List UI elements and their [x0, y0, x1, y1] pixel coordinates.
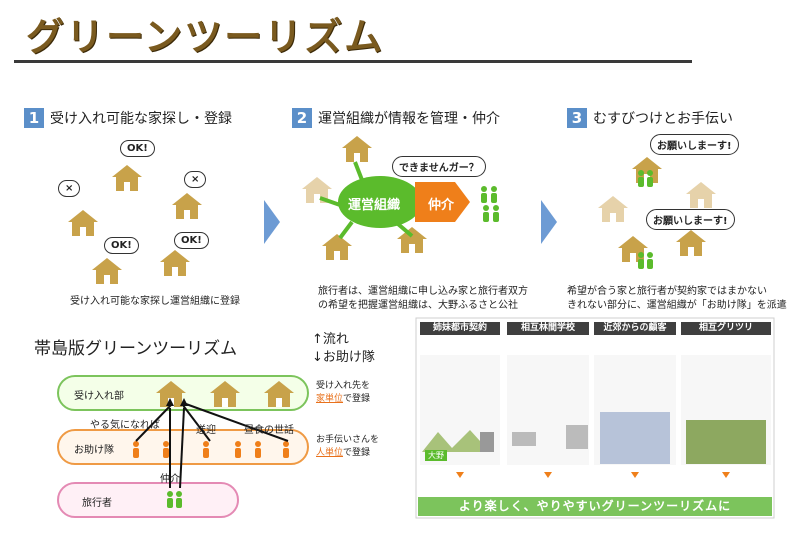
step-3-label: むすびつけとお手伝い	[593, 111, 733, 127]
page-title: グリーンツーリズム	[26, 15, 385, 59]
step-1-number: 1	[24, 108, 44, 128]
intermediary-shape	[415, 182, 470, 222]
panel-4-head: 相互グリツリ	[681, 322, 771, 335]
label-chukai: 仲介	[160, 474, 180, 485]
traveler-icon	[167, 491, 173, 508]
intermediary-label: 仲介	[428, 198, 455, 213]
house-icon	[686, 182, 716, 208]
label-meal: 昼食の世話	[244, 425, 294, 436]
helper-icon	[235, 441, 241, 458]
person-icon	[483, 205, 489, 222]
band-traveler-label: 旅行者	[82, 498, 112, 509]
panel-3-head: 近郊からの顧客	[594, 322, 676, 335]
step-3-caption-line2: きれない部分に、運営組織が「お助け隊」を派遣	[567, 300, 787, 311]
organization-label: 運営組織	[348, 198, 401, 213]
note-help: お手伝いさんを 人単位で登録	[316, 435, 380, 458]
panel-2-head: 相互林間学校	[507, 322, 589, 335]
bubble-ok: OK!	[104, 237, 139, 254]
person-icon	[638, 252, 644, 269]
step-3-caption-line1: 希望が合う家と旅行者が契約家ではまかない	[567, 286, 767, 297]
legend-help: ↓お助け隊	[312, 350, 375, 365]
step-arrow-2	[541, 200, 557, 244]
step-2-caption-line2: の希望を把握運営組織は、大野ふるさと公社	[318, 300, 518, 311]
helper-icon	[255, 441, 261, 458]
legend-flow: ↑流れ	[312, 332, 349, 347]
house-icon	[160, 250, 190, 276]
house-icon	[397, 227, 427, 253]
section-title: 帯島版グリーンツーリズム	[34, 339, 238, 359]
person-icon	[491, 186, 497, 203]
band-traveler	[57, 482, 239, 518]
band-help-label: お助け隊	[74, 445, 114, 456]
house-icon	[92, 258, 122, 284]
bubble-cannot: できませんガー？	[392, 156, 486, 177]
band-host-label: 受け入れ部	[74, 391, 124, 402]
house-icon	[342, 136, 372, 162]
house-icon	[172, 193, 202, 219]
person-icon	[481, 186, 487, 203]
footer-banner: より楽しく、やりやすいグリーンツーリズムに	[418, 497, 772, 516]
bubble-ok: OK!	[174, 232, 209, 249]
house-icon	[322, 234, 352, 260]
case-panel-frame	[415, 317, 775, 519]
step-2-number: 2	[292, 108, 312, 128]
organization-shape	[338, 176, 422, 228]
note-host: 受け入れ先を 家単位で登録	[316, 381, 371, 404]
house-icon	[618, 236, 648, 262]
bubble-please: お願いしまーす!	[646, 209, 735, 230]
traveler-icon	[176, 491, 182, 508]
person-icon	[647, 252, 653, 269]
panel-1-head: 姉妹都市契約	[420, 322, 500, 335]
person-icon	[647, 170, 653, 187]
house-icon	[598, 196, 628, 222]
title-rule	[14, 60, 692, 63]
house-icon	[112, 165, 142, 191]
helper-icon	[203, 441, 209, 458]
person-icon	[493, 205, 499, 222]
bubble-no: ×	[184, 171, 207, 188]
step-arrow-1	[264, 200, 280, 244]
step-1-label: 受け入れ可能な家探し・登録	[50, 111, 232, 127]
step-1-caption: 受け入れ可能な家探し運営組織に登録	[70, 296, 240, 307]
person-icon	[638, 170, 644, 187]
helper-icon	[133, 441, 139, 458]
step-3-number: 3	[567, 108, 587, 128]
helper-icon	[283, 441, 289, 458]
bubble-ok: OK!	[120, 140, 155, 157]
helper-icon	[163, 441, 169, 458]
step-2-label: 運営組織が情報を管理・仲介	[318, 111, 500, 127]
label-sougei: 送迎	[196, 425, 216, 436]
panel-1-tag: 大野	[425, 450, 447, 461]
house-icon	[676, 230, 706, 256]
step-2-caption-line1: 旅行者は、運営組織に申し込み家と旅行者双方	[318, 286, 528, 297]
label-yaruki: やる気になれば	[90, 420, 160, 431]
house-icon	[68, 210, 98, 236]
bubble-please: お願いしまーす!	[650, 134, 739, 155]
bubble-no: ×	[58, 180, 81, 197]
